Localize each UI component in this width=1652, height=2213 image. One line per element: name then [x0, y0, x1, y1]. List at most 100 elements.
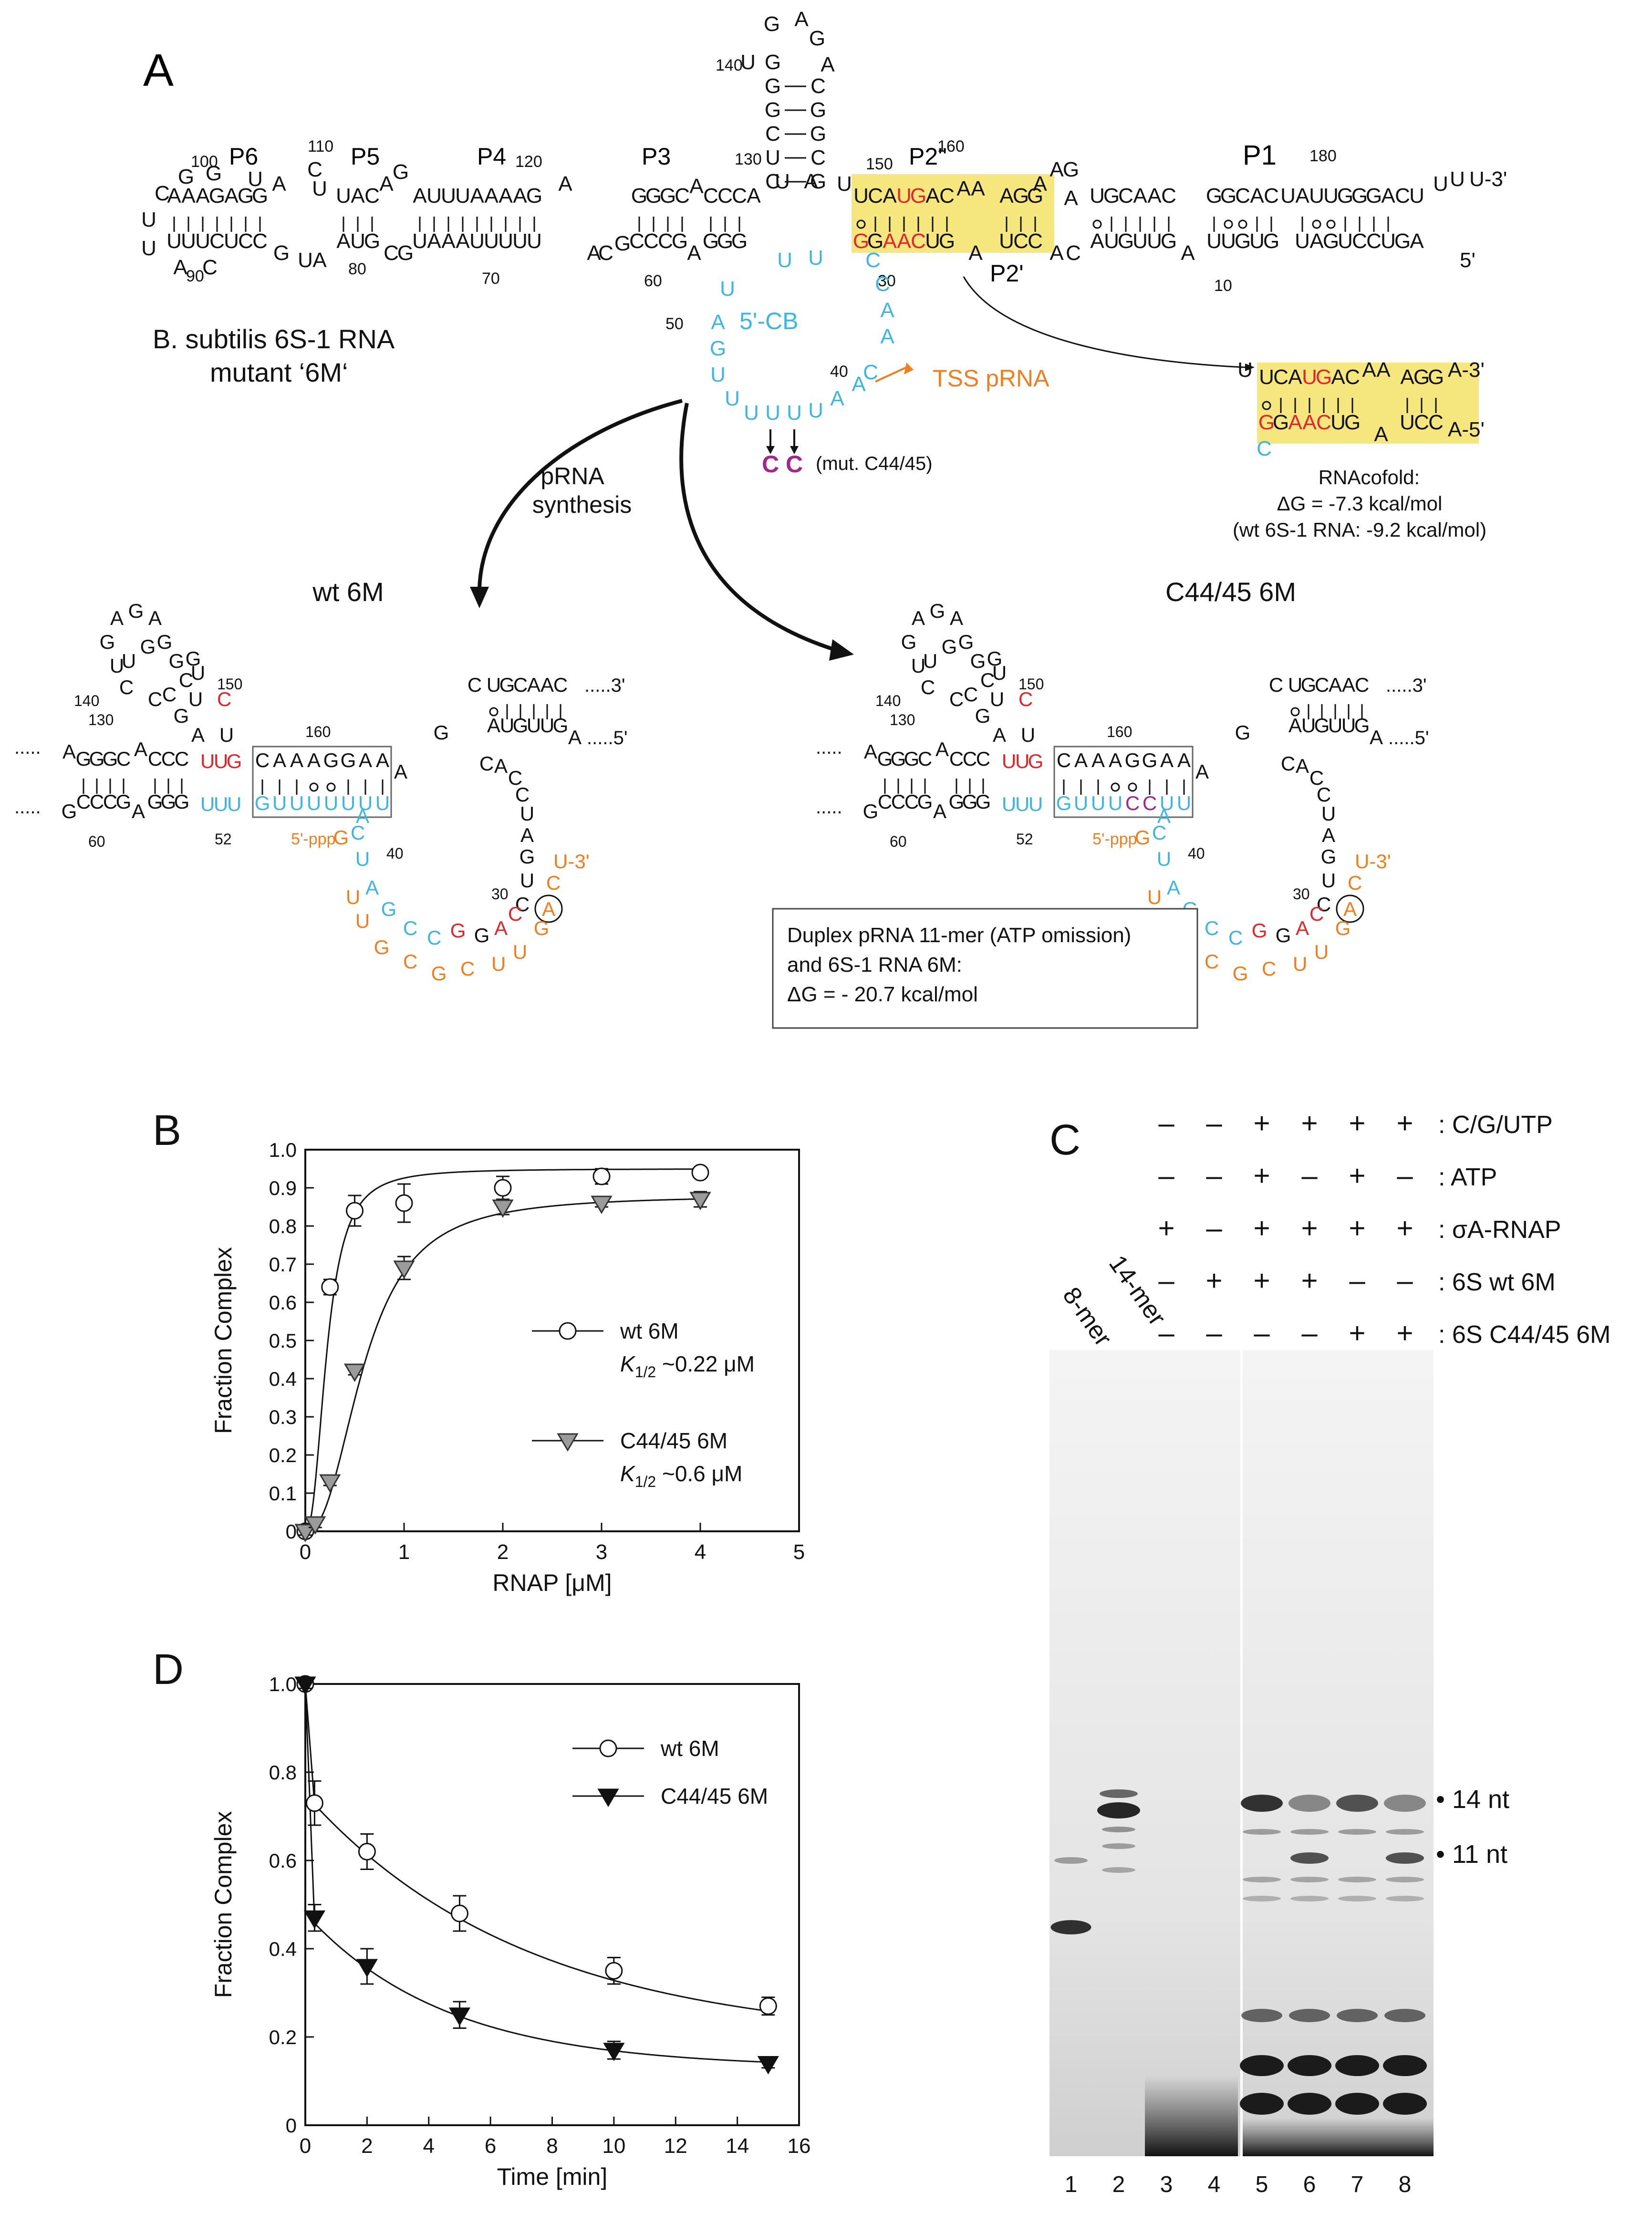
- gu-pair: [326, 782, 336, 792]
- nucleotide: A: [1288, 714, 1302, 737]
- nucleotide: A: [312, 249, 327, 272]
- nucleotide: A: [336, 229, 351, 253]
- nucleotide-number: 30: [878, 272, 896, 290]
- nucleotide: A: [520, 824, 534, 846]
- nucleotide: U: [358, 792, 373, 814]
- nucleotide: G: [499, 674, 515, 696]
- nucleotide: G: [1314, 714, 1330, 737]
- duplex-info-line: and 6S-1 RNA 6M:: [787, 953, 962, 977]
- nucleotide: C: [217, 688, 231, 710]
- y-tick-label: 0.5: [269, 1330, 297, 1352]
- nucleotide: G: [209, 184, 225, 208]
- point-1: [757, 2056, 779, 2075]
- nucleotide: U: [1147, 229, 1162, 253]
- nucleotide: U: [1074, 792, 1088, 814]
- nucleotide: A: [1049, 241, 1064, 265]
- x-axis-label: Time [min]: [497, 2163, 608, 2190]
- nucleotide: C: [644, 229, 659, 253]
- condition-label: : ATP: [1438, 1164, 1497, 1191]
- cb-label: 5'-CB: [739, 308, 798, 334]
- nucleotide: U: [1409, 184, 1424, 208]
- nucleotide: A: [365, 876, 379, 899]
- condition-sign: –: [1254, 1317, 1270, 1349]
- nucleotide: U: [527, 229, 542, 253]
- nucleotide: U: [1015, 750, 1029, 772]
- point-0: [592, 1167, 611, 1185]
- nucleotide: U: [1157, 848, 1171, 870]
- nucleotide: U: [227, 793, 241, 815]
- nucleotide: C: [175, 748, 189, 770]
- y-tick-label: 1.0: [269, 1139, 297, 1161]
- nucleotide: C: [403, 917, 417, 939]
- helix-p3: P3: [642, 143, 671, 170]
- nucleotide-number: 52: [1016, 831, 1033, 848]
- nucleotide: A: [830, 387, 844, 410]
- nucleotide: G: [1428, 365, 1444, 389]
- nucleotide: A: [351, 184, 365, 208]
- nucleotide: C: [1161, 184, 1176, 208]
- nucleotide: A: [499, 184, 513, 208]
- condition-label: : σA-RNAP: [1438, 1216, 1561, 1244]
- nucleotide: A: [1374, 423, 1388, 446]
- nucleotide: G: [381, 898, 397, 920]
- nucleotide: A: [1329, 674, 1342, 696]
- gel-band: [1338, 1829, 1376, 1835]
- nucleotide-number: 180: [1309, 147, 1337, 165]
- nucleotide: A: [968, 241, 983, 265]
- nucleotide: C: [921, 676, 935, 698]
- nucleotide-number: 130: [88, 711, 114, 728]
- nucleotide-number: 110: [308, 137, 333, 156]
- nucleotide: U: [1221, 229, 1236, 253]
- point-0: [691, 1164, 709, 1182]
- nucleotide: U: [141, 237, 156, 260]
- gel-band: [1243, 1877, 1281, 1882]
- nucleotide: U: [290, 792, 304, 814]
- nucleotide: A: [394, 760, 407, 783]
- gel-band: [1097, 1802, 1140, 1818]
- nucleotide: C: [155, 182, 170, 205]
- cofold-5prime: A-5': [1448, 418, 1485, 441]
- continuation-dots: .....: [816, 737, 842, 758]
- nucleotide: A: [864, 740, 877, 763]
- nucleotide: U: [853, 184, 869, 208]
- gu-pair: [1238, 219, 1247, 229]
- gel-band: [1338, 1896, 1376, 1901]
- nucleotide: G: [364, 229, 380, 253]
- nucleotide: C: [116, 748, 131, 770]
- nucleotide-number: 40: [1188, 845, 1205, 862]
- nucleotide: U: [455, 184, 470, 208]
- nucleotide: U: [1104, 229, 1119, 253]
- marker-label: 8-mer: [1057, 1282, 1117, 1351]
- gel-band: [1288, 2055, 1331, 2076]
- condition-sign: +: [1253, 1265, 1270, 1297]
- nucleotide: C: [732, 184, 747, 208]
- rnacofold-text: (wt 6S-1 RNA: -9.2 kcal/mol): [1233, 519, 1486, 541]
- nucleotide: A: [484, 184, 499, 208]
- nucleotide: G: [1258, 411, 1275, 434]
- nucleotide: G: [975, 705, 991, 727]
- nucleotide: C: [1309, 903, 1324, 925]
- nucleotide: A: [689, 175, 704, 198]
- nucleotide: U: [1314, 941, 1329, 963]
- gel-smear: [1145, 2075, 1238, 2156]
- nucleotide: A: [587, 241, 601, 265]
- pRNA-5prime: 5'-ppp: [291, 830, 335, 848]
- x-tick-label: 12: [664, 2134, 687, 2158]
- gel-band: [1100, 1789, 1138, 1798]
- point-1: [304, 1516, 326, 1535]
- gu-pair: [1262, 401, 1271, 410]
- nucleotide: C: [202, 256, 218, 279]
- nucleotide: G: [949, 790, 965, 813]
- gu-pair: [309, 782, 319, 792]
- nucleotide: G: [1351, 184, 1368, 208]
- nucleotide: A: [540, 674, 554, 696]
- panel-c: C––++++: C/G/UTP––+–+–: ATP+–++++: σA-RN…: [1049, 1107, 1610, 2197]
- nucleotide: G: [731, 229, 748, 253]
- lane-number: 1: [1065, 2172, 1078, 2197]
- gel-band: [1290, 1829, 1329, 1835]
- nucleotide: A: [897, 229, 911, 253]
- nucleotide: U: [1302, 365, 1317, 389]
- nucleotide: U: [837, 172, 852, 196]
- point-1: [591, 1195, 613, 1214]
